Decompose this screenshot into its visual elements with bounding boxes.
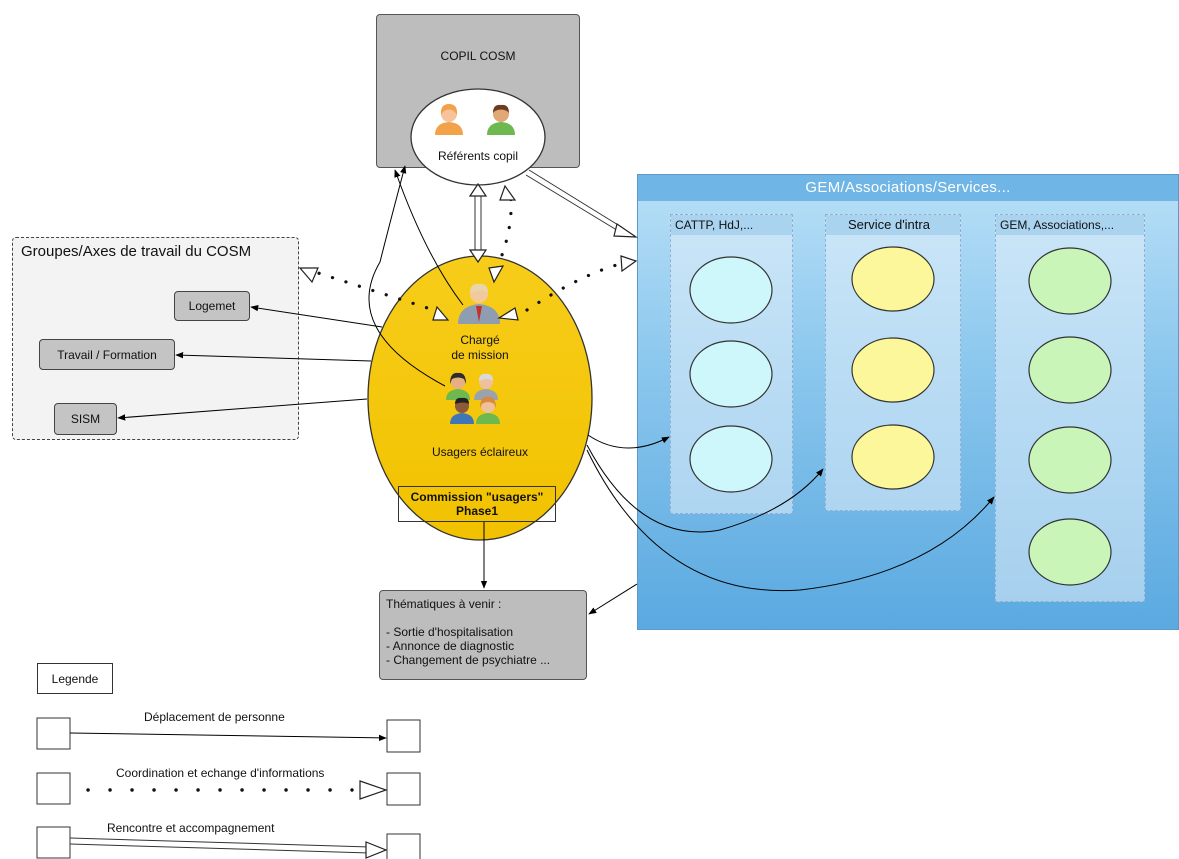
hollow-arrowhead: [620, 255, 638, 273]
hollow-arrowhead: [499, 184, 517, 201]
thematiques-title: Thématiques à venir :: [386, 597, 502, 611]
cattp-nodes: [689, 256, 773, 493]
double-line-copil-gem: [525, 169, 624, 233]
arrow-to-sism: [117, 398, 368, 421]
hollow-arrowhead: [298, 267, 319, 284]
arrow-usagers-to-copil: [368, 165, 446, 387]
cattp-node: [689, 256, 773, 324]
hollow-arrowhead: [497, 307, 519, 321]
travail-formation-node: Travail / Formation: [39, 339, 175, 370]
cattp-node: [689, 340, 773, 408]
arrow-to-gem: [586, 449, 995, 592]
sism-node: SISM: [54, 403, 117, 435]
legend-title: Legende: [51, 671, 99, 686]
legend-coordination-label: Coordination et echange d'informations: [116, 766, 325, 780]
arrow-to-logement: [250, 304, 383, 328]
legend-coordination-arrowhead: [359, 780, 388, 800]
legend-rencontre-line: [69, 837, 371, 854]
legend-rencontre-arrowhead: [365, 841, 388, 859]
commission-title-line2: Phase1: [455, 504, 499, 518]
gem-column-cattp-label: CATTP, HdJ,...: [671, 215, 792, 235]
gem-nodes: [1028, 247, 1112, 586]
referents-ellipse: [410, 88, 546, 186]
woman-person-icon: [435, 104, 463, 135]
legend-square: [386, 833, 421, 859]
legend-title-box: Legende: [37, 663, 113, 694]
service-intra-node: [851, 337, 935, 403]
thematiques-item: - Annonce de diagnostic: [386, 639, 515, 653]
legend-square: [386, 719, 421, 753]
hollow-arrowhead: [432, 305, 450, 321]
deplacement-connectors: [117, 165, 995, 615]
thematiques-item: - Changement de psychiatre ...: [386, 653, 551, 667]
legend-square: [36, 717, 71, 750]
rencontre-connectors: [474, 169, 624, 252]
charge-label-line2: de mission: [451, 348, 509, 362]
service-intra-node: [851, 246, 935, 312]
legend-square: [386, 772, 421, 806]
legend-square: [36, 826, 71, 859]
logement-node: Logemet: [174, 291, 250, 321]
hollow-arrowhead-up: [468, 182, 488, 197]
legend-deplacement-line: [69, 732, 387, 742]
hollow-arrowhead-right: [613, 223, 639, 238]
charge-de-mission-label: Chargé de mission: [420, 333, 540, 363]
cattp-node: [689, 425, 773, 493]
thematiques-item: - Sortie d'hospitalisation: [386, 625, 514, 639]
commission-title-box: Commission "usagers" Phase1: [398, 486, 556, 522]
dotted-to-copil: [495, 190, 513, 270]
gem-node: [1028, 518, 1112, 586]
gem-node: [1028, 247, 1112, 315]
double-line-copil-charge: [474, 188, 482, 252]
referents-label: Référents copil: [437, 149, 519, 163]
usagers-group-icon: [446, 372, 500, 424]
legend-deplacement-label: Déplacement de personne: [144, 710, 285, 724]
groupes-title: Groupes/Axes de travail du COSM: [21, 243, 252, 260]
usagers-label: Usagers éclaireux: [431, 445, 529, 459]
arrow-gem-to-thematiques: [588, 583, 638, 615]
gem-title-bar: GEM/Associations/Services...: [638, 175, 1178, 201]
gem-column-service-intra-label: Service d'intra: [826, 215, 960, 235]
dotted-to-gem: [525, 262, 622, 312]
arrow-to-service-intra: [586, 444, 824, 533]
man-person-icon: [487, 104, 515, 135]
hollow-arrowhead-down: [468, 249, 488, 264]
charge-label-line1: Chargé: [460, 333, 500, 347]
arrow-charge-to-copil: [394, 169, 464, 306]
coordination-arrowheads: [298, 184, 638, 321]
gem-node: [1028, 426, 1112, 494]
gem-node: [1028, 336, 1112, 404]
copil-title: COPIL COSM: [440, 49, 516, 63]
commission-title-line1: Commission "usagers": [410, 490, 544, 504]
legend-square: [36, 772, 71, 805]
arrow-to-cattp: [587, 434, 670, 449]
hollow-arrowhead: [488, 265, 505, 284]
service-intra-nodes: [851, 246, 935, 490]
gem-column-gem-associations-label: GEM, Associations,...: [996, 215, 1144, 235]
charge-de-mission-icon: [458, 283, 500, 324]
arrow-to-travail: [175, 352, 372, 362]
legend-rencontre-label: Rencontre et accompagnement: [107, 821, 275, 835]
service-intra-node: [851, 424, 935, 490]
legend-graphics: [36, 717, 421, 859]
thematiques-box: Thématiques à venir : - Sortie d'hospita…: [379, 590, 587, 680]
